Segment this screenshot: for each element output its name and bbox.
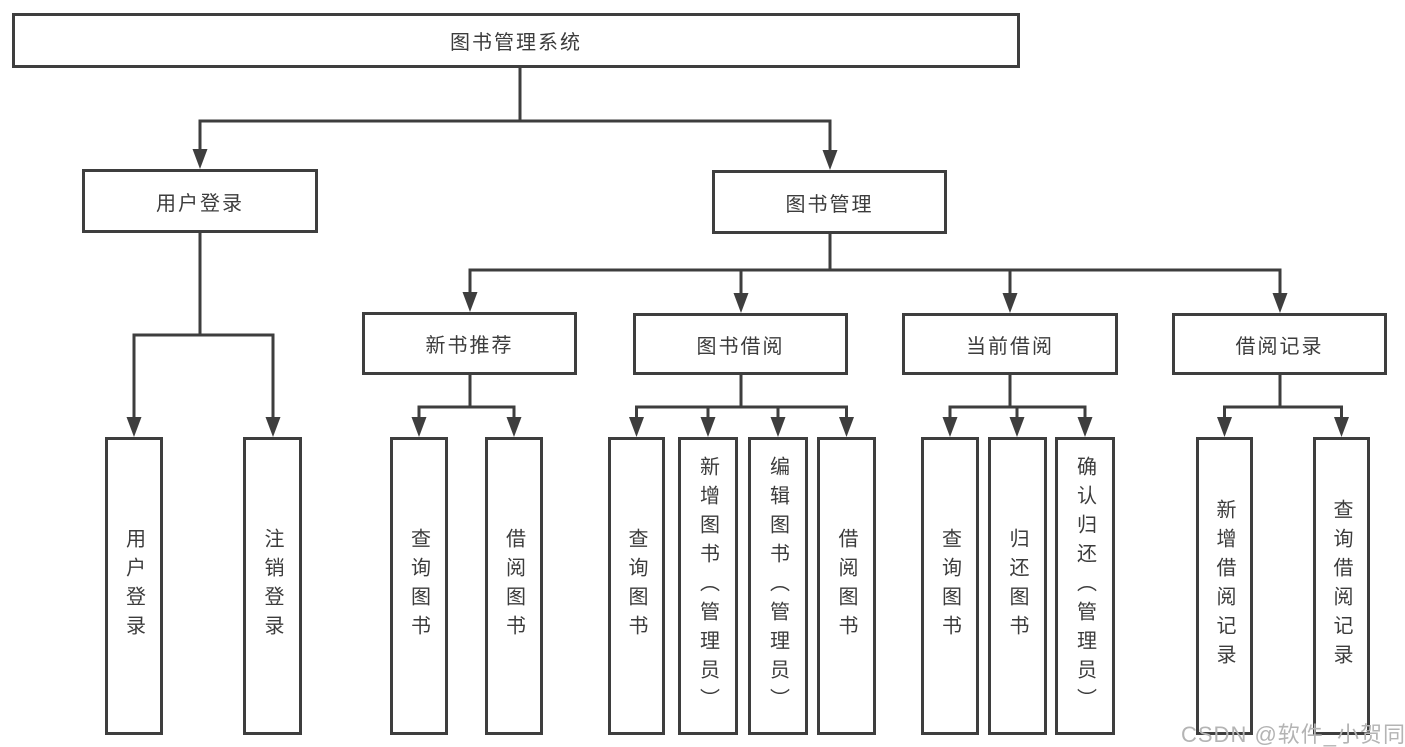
leaf-logout: 注销登录 xyxy=(243,437,302,735)
connector-book-borrow-branch xyxy=(629,375,854,437)
leaf-return-books: 归还图书 xyxy=(988,437,1047,735)
connector-borrow-records-branch xyxy=(1217,375,1349,437)
leaf-add-borrow-record: 新增借阅记录 xyxy=(1196,437,1253,735)
arrowhead-down-icon xyxy=(192,149,208,169)
leaf-borrow-books: 借阅图书 xyxy=(817,437,876,735)
arrowhead-down-icon xyxy=(126,417,142,437)
arrowhead-down-icon xyxy=(1272,293,1288,313)
leaf-query-books-current: 查询图书 xyxy=(921,437,979,735)
arrowhead-down-icon xyxy=(1334,417,1349,437)
node-library-management-system: 图书管理系统 xyxy=(12,13,1020,68)
node-user-login: 用户登录 xyxy=(82,169,318,233)
arrowhead-down-icon xyxy=(265,417,281,437)
arrowhead-down-icon xyxy=(700,417,716,437)
arrowhead-down-icon xyxy=(1002,293,1018,313)
arrowhead-down-icon xyxy=(506,417,522,437)
arrowhead-down-icon xyxy=(839,417,854,437)
arrowhead-down-icon xyxy=(733,293,749,313)
arrowhead-down-icon xyxy=(411,417,427,437)
arrowhead-down-icon xyxy=(462,292,478,312)
leaf-query-books-recommend: 查询图书 xyxy=(390,437,448,735)
arrowhead-down-icon xyxy=(942,417,958,437)
leaf-add-books-admin: 新增图书（管理员） xyxy=(678,437,738,735)
connector-user-login-branch xyxy=(126,233,281,437)
leaf-query-borrow-record: 查询借阅记录 xyxy=(1313,437,1370,735)
arrowhead-down-icon xyxy=(1217,417,1232,437)
arrowhead-down-icon xyxy=(629,417,644,437)
leaf-edit-books-admin: 编辑图书（管理员） xyxy=(748,437,808,735)
node-new-book-recommendation: 新书推荐 xyxy=(362,312,577,375)
connector-book-management-branch xyxy=(462,234,1288,313)
node-book-borrowing: 图书借阅 xyxy=(633,313,848,375)
connector-root-branch xyxy=(192,68,838,170)
leaf-query-books-borrow: 查询图书 xyxy=(608,437,665,735)
node-book-management: 图书管理 xyxy=(712,170,947,234)
arrowhead-down-icon xyxy=(1077,417,1093,437)
leaf-confirm-return-admin: 确认归还（管理员） xyxy=(1055,437,1115,735)
leaf-user-login: 用户登录 xyxy=(105,437,163,735)
arrowhead-down-icon xyxy=(770,417,786,437)
leaf-borrow-books-recommend: 借阅图书 xyxy=(485,437,543,735)
connector-current-borrow-branch xyxy=(942,375,1093,437)
arrowhead-down-icon xyxy=(822,150,838,170)
connector-new-book-branch xyxy=(411,375,522,437)
node-borrowing-records: 借阅记录 xyxy=(1172,313,1387,375)
arrowhead-down-icon xyxy=(1009,417,1025,437)
csdn-watermark: CSDN @软件_小贺同学 xyxy=(1181,722,1405,747)
node-current-borrowing: 当前借阅 xyxy=(902,313,1118,375)
